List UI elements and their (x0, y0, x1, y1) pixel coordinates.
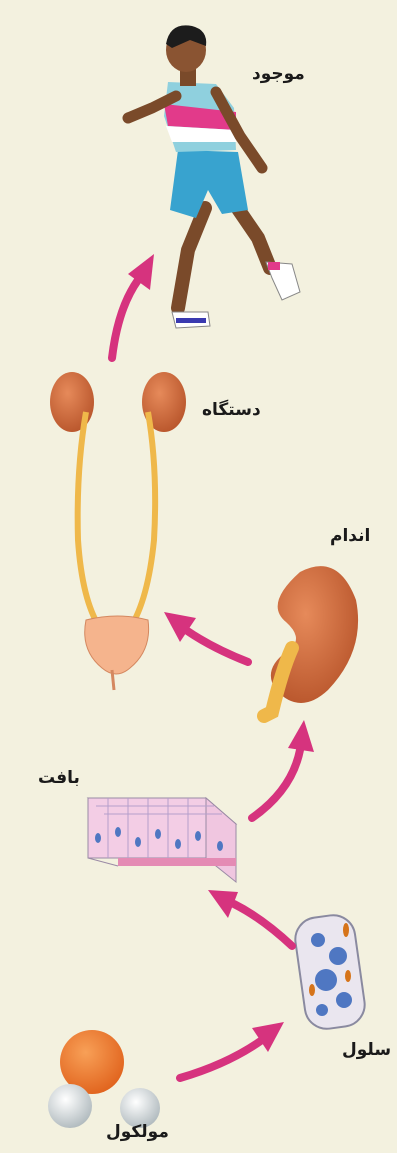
label-system: دستگاه (202, 400, 261, 420)
cell-figure (292, 912, 367, 1031)
label-organism: موجود (252, 64, 305, 84)
label-organ: اندام (330, 526, 370, 546)
arrow-system-to-organism (112, 254, 154, 358)
water-molecule (48, 1030, 160, 1128)
arrow-organ-to-system (164, 612, 248, 662)
arrow-cell-to-tissue (208, 890, 292, 946)
urinary-system (30, 372, 186, 690)
label-molecule: مولکول (106, 1122, 169, 1142)
label-cell: سلول (342, 1040, 391, 1060)
arrow-molecule-to-cell (180, 1022, 284, 1078)
kidney-organ (264, 566, 358, 716)
tissue-block (88, 798, 236, 882)
arrow-tissue-to-organ (252, 720, 314, 818)
label-tissue: بافت (38, 768, 80, 788)
